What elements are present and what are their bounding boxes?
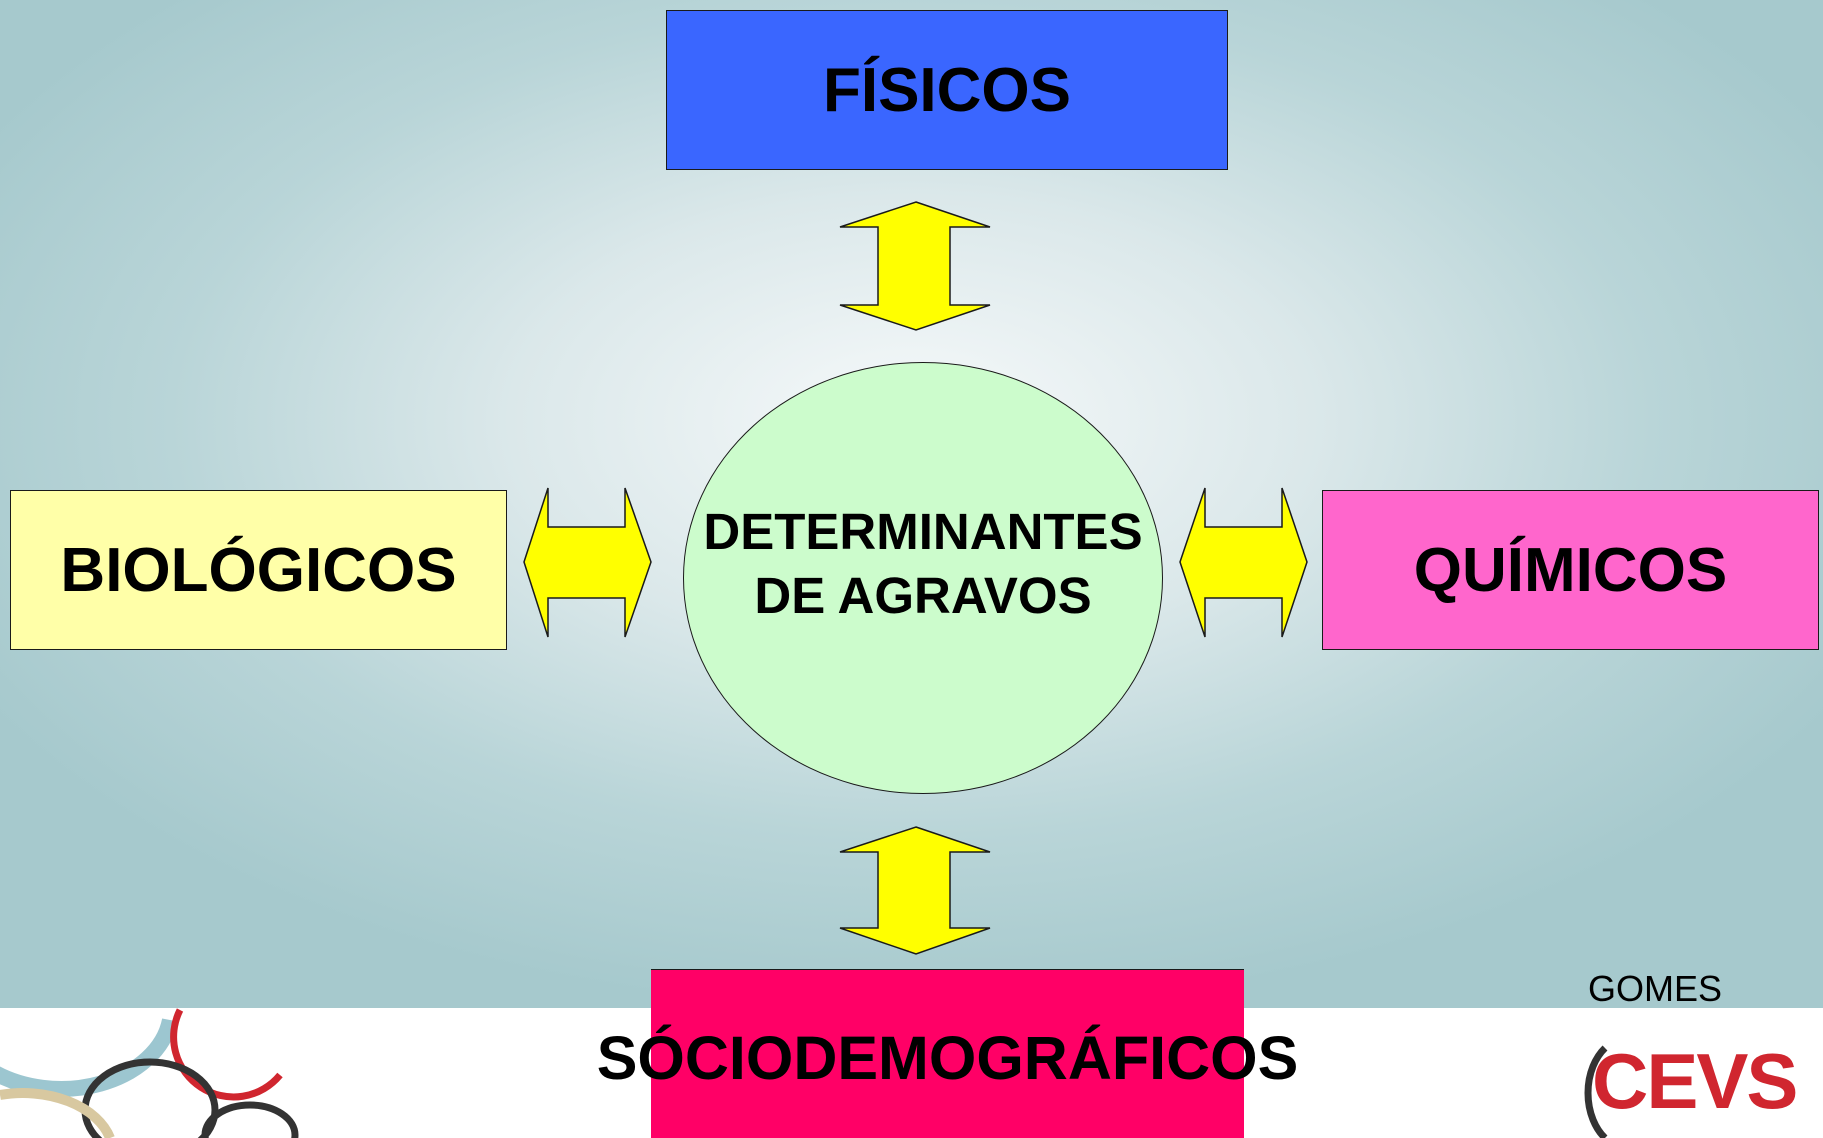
arrow-top-double-icon	[839, 201, 991, 331]
cevs-logo-text: CEVS	[1592, 1037, 1798, 1125]
box-fisicos: FÍSICOS	[666, 10, 1228, 170]
arrow-bottom-double-icon	[839, 826, 991, 955]
center-ellipse	[683, 362, 1163, 794]
cevs-logo-bracket-icon	[1584, 1045, 1608, 1138]
center-label-line1: DETERMINANTES	[703, 503, 1143, 560]
center-label: DETERMINANTES DE AGRAVOS	[683, 500, 1163, 628]
box-sociodemograficos-line1: SÓCIODEMOGRÁ	[596, 1023, 1112, 1092]
arrow-right-double-icon	[1179, 487, 1308, 638]
arrow-left-double-icon	[523, 487, 652, 638]
author-label: GOMES	[1588, 968, 1723, 1009]
box-biologicos: BIOLÓGICOS	[10, 490, 507, 650]
center-label-line2: DE AGRAVOS	[754, 567, 1092, 624]
box-sociodemograficos-line2: FICOS	[1111, 1023, 1299, 1092]
box-quimicos: QUÍMICOS	[1322, 490, 1819, 650]
rings-logo-icon	[0, 1008, 299, 1138]
box-sociodemograficos: SÓCIODEMOGRÁ FICOS	[597, 969, 1298, 1138]
